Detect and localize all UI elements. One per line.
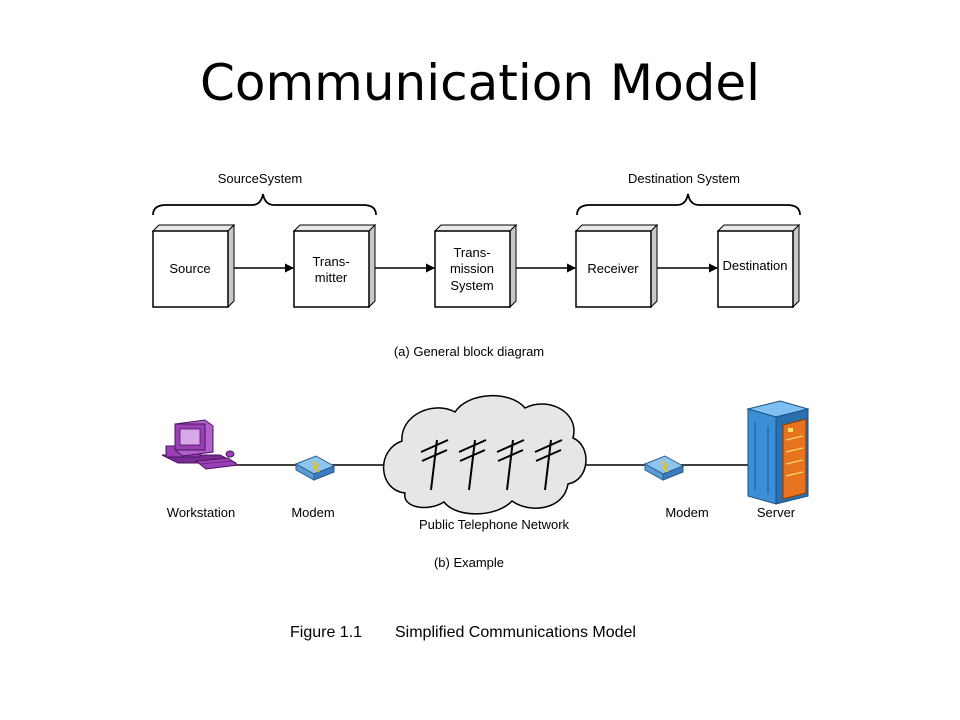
cloud-icon [382,395,587,515]
block-receiver-label: Receiver [587,261,639,276]
block-transmission-label-3: System [450,278,493,293]
block-transmitter-label-2: mitter [315,270,348,285]
block-receiver: Receiver [574,223,659,309]
block-destination-label: Destination [722,258,787,273]
caption-b: (b) Example [434,555,504,570]
server-icon [746,400,810,505]
caption-a: (a) General block diagram [394,344,544,359]
figure-caption-text: Simplified Communications Model [395,624,636,641]
slide-title: Communication Model [199,54,761,112]
workstation-label: Workstation [167,505,235,520]
block-source-label: Source [169,261,210,276]
destination-system-label: Destination System [628,171,740,186]
block-transmission-system: Trans- mission System [433,223,518,309]
block-source: Source [151,223,236,309]
source-system-label: SourceSystem [218,171,303,186]
block-transmission-label-2: mission [450,261,494,276]
block-transmitter: Trans- mitter [292,223,377,309]
server-label: Server [757,505,796,520]
modem-left-label: Modem [291,505,334,520]
figure-number: Figure 1.1 [290,624,362,641]
destination-system-brace [576,193,801,216]
block-destination: Destination [716,223,801,309]
block-transmitter-label-1: Trans- [312,254,349,269]
computer-icon [161,419,240,470]
modem-right-label: Modem [665,505,708,520]
source-system-brace [152,193,377,216]
network-label: Public Telephone Network [419,517,570,532]
modem-icon [643,455,685,481]
block-transmission-label-1: Trans- [453,245,490,260]
telephone-poles-icon [420,439,563,491]
modem-icon [294,455,336,481]
